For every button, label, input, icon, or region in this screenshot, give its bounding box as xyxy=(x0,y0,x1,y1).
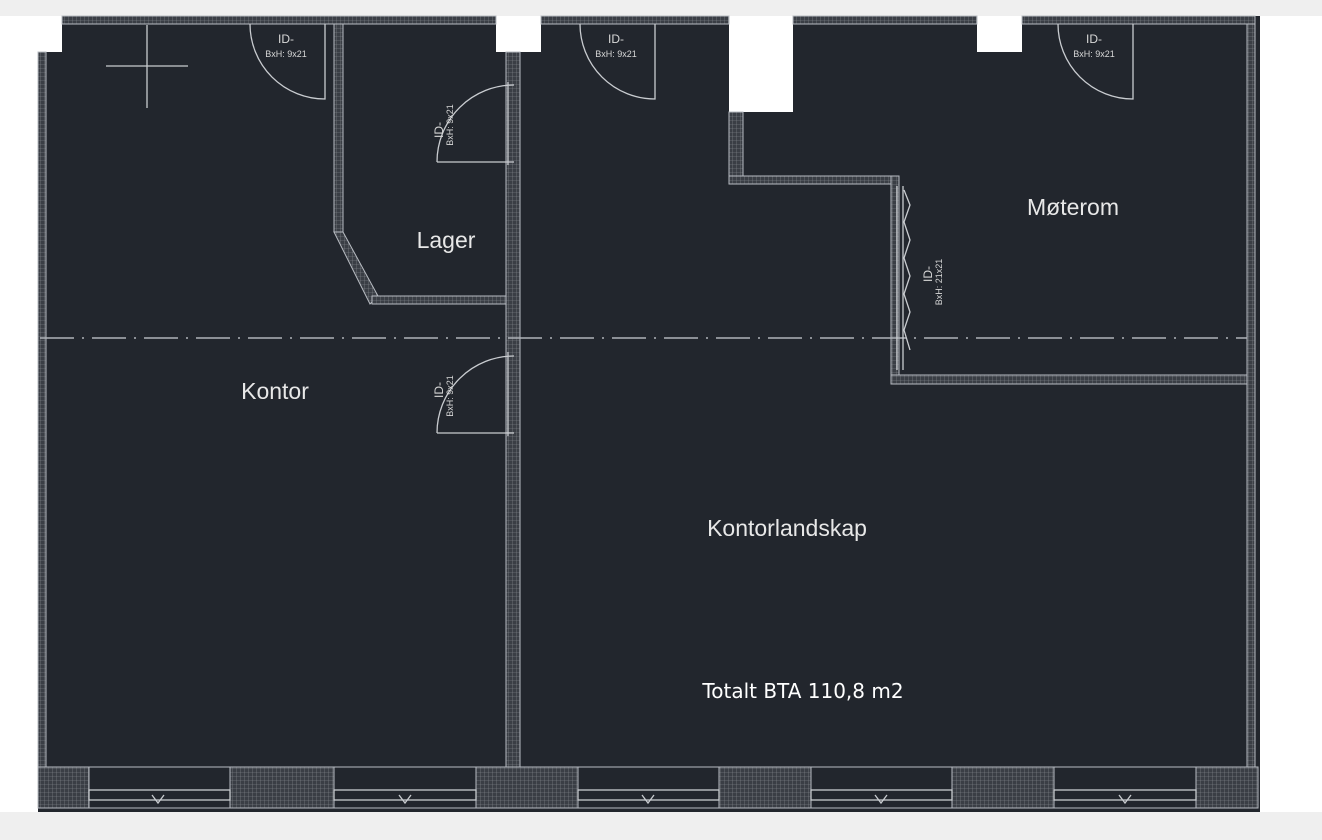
room-label-moterom: Møterom xyxy=(1027,194,1119,220)
door-moterom-folding[interactable]: ID- BxH: 21x21 xyxy=(896,186,944,370)
door-size-label: BxH: 9x21 xyxy=(265,49,307,59)
door-size-label: BxH: 9x21 xyxy=(1073,49,1115,59)
moterom-wall-2 xyxy=(728,175,898,185)
moterom-wall-4 xyxy=(890,374,1248,385)
door-lager[interactable]: ID- BxH: 9x21 xyxy=(432,82,515,165)
door-landskap-top[interactable]: ID- BxH: 9x21 xyxy=(579,23,656,100)
lager-wall-vertical xyxy=(333,23,344,233)
wall-top-3 xyxy=(792,15,978,25)
lager-wall-bottom xyxy=(371,295,507,305)
door-id-label: ID- xyxy=(432,382,446,398)
room-label-kontorlandskap: Kontorlandskap xyxy=(707,515,867,541)
door-id-label: ID- xyxy=(608,32,624,46)
door-size-label: BxH: 9x21 xyxy=(445,104,455,146)
door-id-label: ID- xyxy=(1086,32,1102,46)
room-label-kontor: Kontor xyxy=(241,378,309,404)
door-size-label: BxH: 21x21 xyxy=(934,259,944,306)
door-id-label: ID- xyxy=(278,32,294,46)
door-size-label: BxH: 9x21 xyxy=(445,375,455,417)
wall-right xyxy=(1246,23,1256,768)
total-area-label: Totalt BTA 110,8 m2 xyxy=(701,679,903,703)
crosshair-marker xyxy=(106,25,188,108)
door-id-label: ID- xyxy=(921,266,935,282)
wall-top-4 xyxy=(1021,15,1256,25)
door-id-label: ID- xyxy=(432,122,446,138)
room-label-lager: Lager xyxy=(417,227,476,253)
wall-top-2 xyxy=(540,15,730,25)
wall-left xyxy=(37,51,47,768)
wall-top-1 xyxy=(61,15,497,25)
door-moterom-top[interactable]: ID- BxH: 9x21 xyxy=(1057,23,1134,100)
door-kontor-top[interactable]: ID- BxH: 9x21 xyxy=(249,23,326,100)
door-kontor[interactable]: ID- BxH: 9x21 xyxy=(432,352,515,436)
window-band xyxy=(37,766,1259,809)
moterom-wall-3 xyxy=(890,175,900,385)
floor-area xyxy=(38,16,1260,812)
moterom-wall-1 xyxy=(728,111,744,183)
door-size-label: BxH: 9x21 xyxy=(595,49,637,59)
